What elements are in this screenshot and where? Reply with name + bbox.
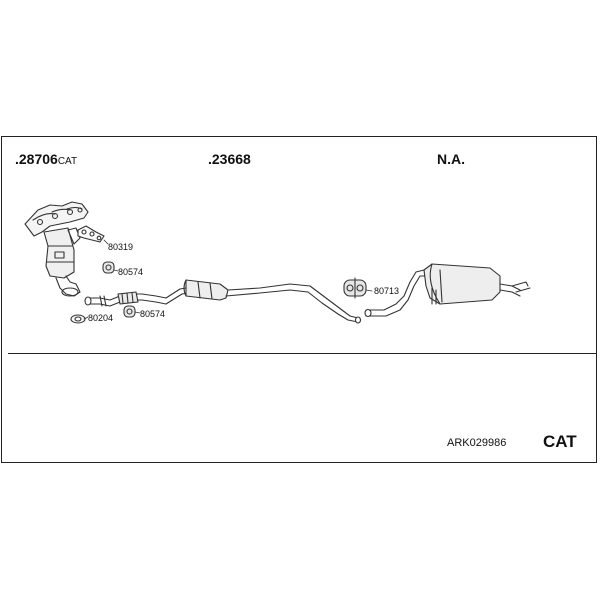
section-front-label: .28706CAT bbox=[15, 152, 77, 168]
type-label: CAT bbox=[543, 432, 577, 451]
section-middle-part-number: .23668 bbox=[208, 151, 251, 167]
leader-lines bbox=[83, 239, 373, 320]
section-rear-part-number: N.A. bbox=[437, 151, 465, 167]
gasket-80204-drawing bbox=[70, 314, 86, 324]
rubber-mount-80574-top-drawing bbox=[102, 261, 115, 274]
part-label-80574-top: 80574 bbox=[118, 267, 144, 277]
section-front-part-number: .28706 bbox=[15, 151, 58, 167]
diagram-frame bbox=[1, 136, 597, 463]
gasket-80319-drawing bbox=[77, 225, 105, 243]
part-label-80319: 80319 bbox=[108, 242, 134, 252]
clamp-80713-drawing bbox=[343, 277, 367, 299]
part-label-80574-bottom: 80574 bbox=[140, 309, 166, 319]
rear-silencer-drawing bbox=[364, 263, 531, 318]
part-label-80713: 80713 bbox=[374, 286, 400, 296]
manifold-catalyst-drawing bbox=[24, 201, 89, 297]
rubber-mount-80574-bottom-drawing bbox=[123, 305, 136, 318]
kit-code: ARK029986 bbox=[447, 437, 507, 449]
middle-silencer-drawing bbox=[165, 279, 362, 324]
section-divider bbox=[8, 353, 597, 354]
part-label-80204: 80204 bbox=[88, 313, 114, 323]
front-pipe-drawing bbox=[84, 291, 167, 307]
section-front-suffix: CAT bbox=[57, 156, 78, 167]
